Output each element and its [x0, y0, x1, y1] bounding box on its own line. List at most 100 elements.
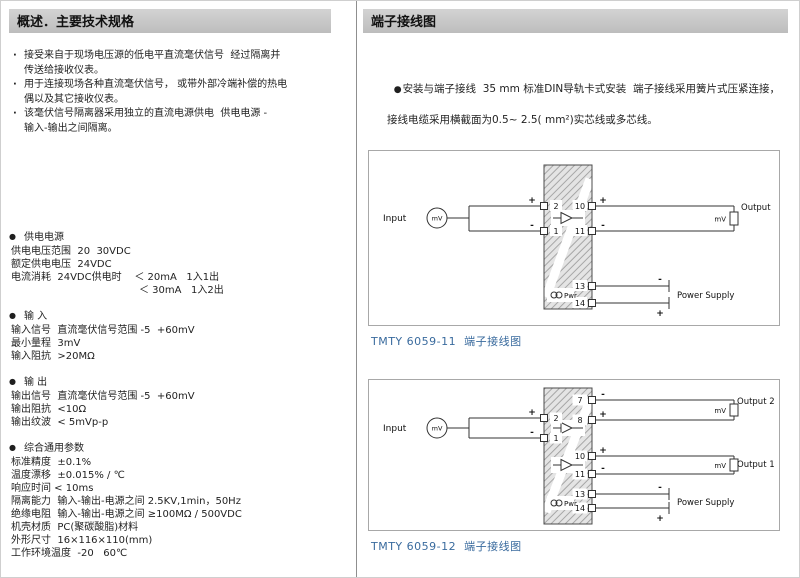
source-label: mV [432, 425, 443, 433]
isolation-band [541, 177, 595, 299]
terminal-square [540, 202, 548, 210]
terminal-square [588, 227, 596, 235]
intro-bullet-3: · 该毫伏信号隔离器采用独立的直流电源供电 供电电源 - 输入-输出之间隔离。 [13, 107, 356, 136]
power-plus-sign: + [656, 514, 664, 524]
terminal-square [540, 434, 548, 442]
power-wiring: - + Power Supply [595, 275, 734, 319]
power-transformer-icon: Pwr [547, 288, 577, 302]
section-title: 输 入 [23, 311, 48, 322]
diagram2-caption: TMTY 6059-12 端子接线图 [371, 540, 522, 553]
load-mv-label: mV [714, 216, 726, 224]
section-title: 供电电源 [23, 232, 64, 243]
terminal-number-1: 1 [553, 434, 558, 443]
terminal-square [588, 202, 596, 210]
pwr-label: Pwr [564, 500, 577, 508]
terminal-number-13: 13 [575, 490, 585, 499]
output1-wiring: mV + - [595, 446, 739, 475]
load-mv-label: mV [714, 407, 726, 415]
diagram-6059-11: mV Input + - 2 1 [368, 150, 780, 326]
power-minus-sign: - [658, 483, 662, 493]
spec-line: 供电电压范围 20 30VDC [11, 246, 131, 257]
terminal-square [588, 416, 596, 424]
spec-line: 输入阻抗 >20MΩ [11, 351, 95, 362]
mv-source-icon [426, 207, 448, 229]
section-bullet-icon: ● [9, 232, 16, 241]
output1-minus-sign: - [601, 464, 605, 474]
section-title: 输 出 [23, 377, 48, 388]
terminal-number-11: 11 [575, 470, 585, 479]
bullet-marker: · [13, 108, 17, 119]
spec-section-input: ●输 入 输入信号 直流毫伏信号范围 -5 +60mV 最小量程 3mV 输入阻… [9, 309, 356, 363]
spec-line: 绝缘电阻 输入-输出-电源之间 ≥100MΩ / 500VDC [11, 509, 242, 520]
spec-line: 工作环境温度 -20 60℃ [11, 548, 128, 559]
spec-line: 输出信号 直流毫伏信号范围 -5 +60mV [11, 391, 195, 402]
terminal-number-11: 11 [575, 227, 585, 236]
intro-bullet-1: · 接受来自于现场电压源的低电平直流毫伏信号 经过隔离并 传送给接收仪表。 [13, 49, 356, 78]
overview-header-title: 概述．主要技术规格 [17, 15, 135, 30]
terminals-right: 10 11 13 14 [572, 200, 596, 308]
terminal-number-2: 2 [553, 202, 558, 211]
output1-plus-sign: + [599, 446, 607, 456]
input-plus-sign: + [528, 196, 536, 206]
terminals-right: 7 8 10 11 13 14 [572, 394, 596, 514]
terminal-number-2: 2 [553, 414, 558, 423]
terminal-square [540, 414, 548, 422]
spec-line: 额定供电电压 24VDC [11, 259, 112, 270]
output2-minus-sign: - [601, 390, 605, 400]
input-plus-sign: + [528, 408, 536, 418]
section-title-row: ● 供电电源 [9, 230, 356, 244]
bullet-text: 接受来自于现场电压源的低电平直流毫伏信号 经过隔离并 传送给接收仪表。 [24, 50, 281, 76]
section-title-row: ●综合通用参数 [9, 441, 356, 455]
bullet-text: 用于连接现场各种直流毫伏信号， 或带外部冷端补偿的热电 偶以及其它接收仪表。 [24, 79, 288, 105]
wiring-header-bar: 端子接线图 [363, 9, 788, 33]
terminal-square [588, 299, 596, 307]
spec-line: 外形尺寸 16×116×110(mm) [11, 535, 153, 546]
install-note-line-1: ●安装与端子接线 35 mm 标准DIN导轨卡式安装 端子接线采用簧片式压紧连接… [367, 67, 791, 113]
terminal-square [588, 490, 596, 498]
diagram1-caption: TMTY 6059-11 端子接线图 [371, 335, 522, 348]
spec-line: 隔离能力 输入-输出-电源之间 2.5KV,1min，50Hz [11, 496, 241, 507]
power-supply-label: Power Supply [677, 498, 734, 508]
power-wiring: - + Power Supply [595, 483, 734, 524]
input-label: Input [383, 424, 407, 434]
terminals-left: 2 1 [540, 200, 562, 236]
power-transformer-icon: Pwr [547, 496, 577, 510]
power-minus-sign: - [658, 275, 662, 285]
terminal-number-7: 7 [577, 396, 582, 405]
output1-label: Output 1 [737, 460, 775, 470]
terminal-square [588, 396, 596, 404]
power-plus-sign: + [656, 309, 664, 319]
spec-sections: ●供电电源 供电电压范围 20 30VDC 额定供电电压 24VDC 电流消耗 … [9, 230, 356, 560]
section-title: 综合通用参数 [23, 443, 84, 454]
terminal-number-14: 14 [575, 504, 585, 513]
overview-column: 概述．主要技术规格 · 接受来自于现场电压源的低电平直流毫伏信号 经过隔离并 传… [1, 1, 356, 577]
output-label: Output [741, 203, 771, 213]
section-bullet-icon: ● [9, 377, 16, 386]
power-supply-label: Power Supply [677, 291, 734, 301]
terminal-number-10: 10 [575, 452, 585, 461]
bullet-marker: · [13, 50, 17, 61]
input-wiring: mV [426, 205, 540, 232]
install-note: ●安装与端子接线 35 mm 标准DIN导轨卡式安装 端子接线采用簧片式压紧连接… [367, 67, 791, 128]
output2-plus-sign: + [599, 410, 607, 420]
amplifier-icon [551, 210, 585, 226]
input-minus-sign: - [530, 428, 534, 438]
note-bullet-icon: ● [393, 85, 402, 95]
spec-line: 温度漂移 ±0.015% / ℃ [11, 470, 125, 481]
wiring-header-title: 端子接线图 [371, 15, 437, 30]
terminal-number-8: 8 [577, 416, 582, 425]
input-minus-sign: - [530, 221, 534, 231]
wiring-column: 端子接线图 ●安装与端子接线 35 mm 标准DIN导轨卡式安装 端子接线采用簧… [356, 1, 799, 577]
terminal-number-14: 14 [575, 299, 585, 308]
output2-wiring: mV - + [595, 390, 739, 421]
input-label: Input [383, 214, 407, 224]
spec-line: ＜ 30mA 1入2出 [139, 285, 224, 296]
terminal-number-13: 13 [575, 282, 585, 291]
load-resistor-icon [729, 403, 739, 417]
spec-section-general: ●综合通用参数 标准精度 ±0.1% 温度漂移 ±0.015% / ℃ 响应时间… [9, 441, 356, 560]
overview-header-bar: 概述．主要技术规格 [9, 9, 331, 33]
diagram-6059-12: mV Input + - 2 1 [368, 379, 780, 531]
source-label: mV [432, 215, 443, 223]
terminal-square [588, 282, 596, 290]
